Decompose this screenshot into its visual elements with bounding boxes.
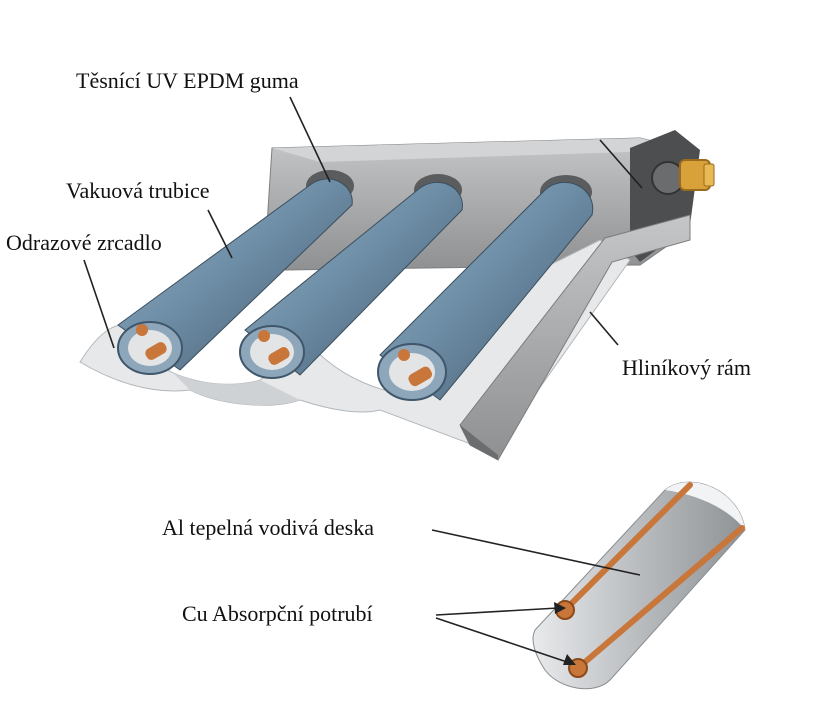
conducting-plate [532,481,746,690]
plate-top-edge [665,482,745,530]
label-reflector-mirror: Odrazové zrcadlo [6,230,162,255]
label-conducting-plate: Al tepelná vodivá deska [162,515,374,540]
leader-mirror [83,259,115,349]
leader-frame-2 [589,311,619,346]
leader-pipe-b [435,617,571,664]
label-seal: Těsnící UV EPDM guma [76,68,299,93]
tube-2-copper-a [258,330,270,342]
leader-tube [207,209,233,259]
leader-seal [289,96,331,183]
vacuum-tube-1 [117,178,353,371]
label-vacuum-tube: Vakuová trubice [66,178,210,203]
leader-pipe-a [435,607,559,616]
tube-3-copper-b [408,366,433,387]
arrowhead-pipe-a [554,602,566,614]
tube-1-copper-a [136,324,148,336]
leader-plate [431,529,641,576]
brass-fitting-nut [703,163,715,187]
aluminum-frame-lip [460,425,498,460]
tube-2-copper-b [268,347,290,365]
label-aluminum-frame: Hliníkový rám [622,355,751,380]
leader-frame [599,139,643,189]
copper-pipe-bottom [575,525,745,671]
manifold-top [272,138,690,162]
vacuum-tube-2 [244,182,463,376]
arrowhead-pipe-b [563,654,576,665]
tube-2-inner [250,334,294,370]
label-copper-pipe: Cu Absorpční potrubí [182,601,373,626]
copper-pipe-top [562,482,693,613]
vacuum-tube-3 [379,181,594,401]
reflector-shadow [130,330,300,406]
tube-1-copper-b [145,342,167,360]
tube-3-copper-a [398,349,410,361]
leader-lines [83,96,643,664]
aluminum-frame [459,214,691,461]
